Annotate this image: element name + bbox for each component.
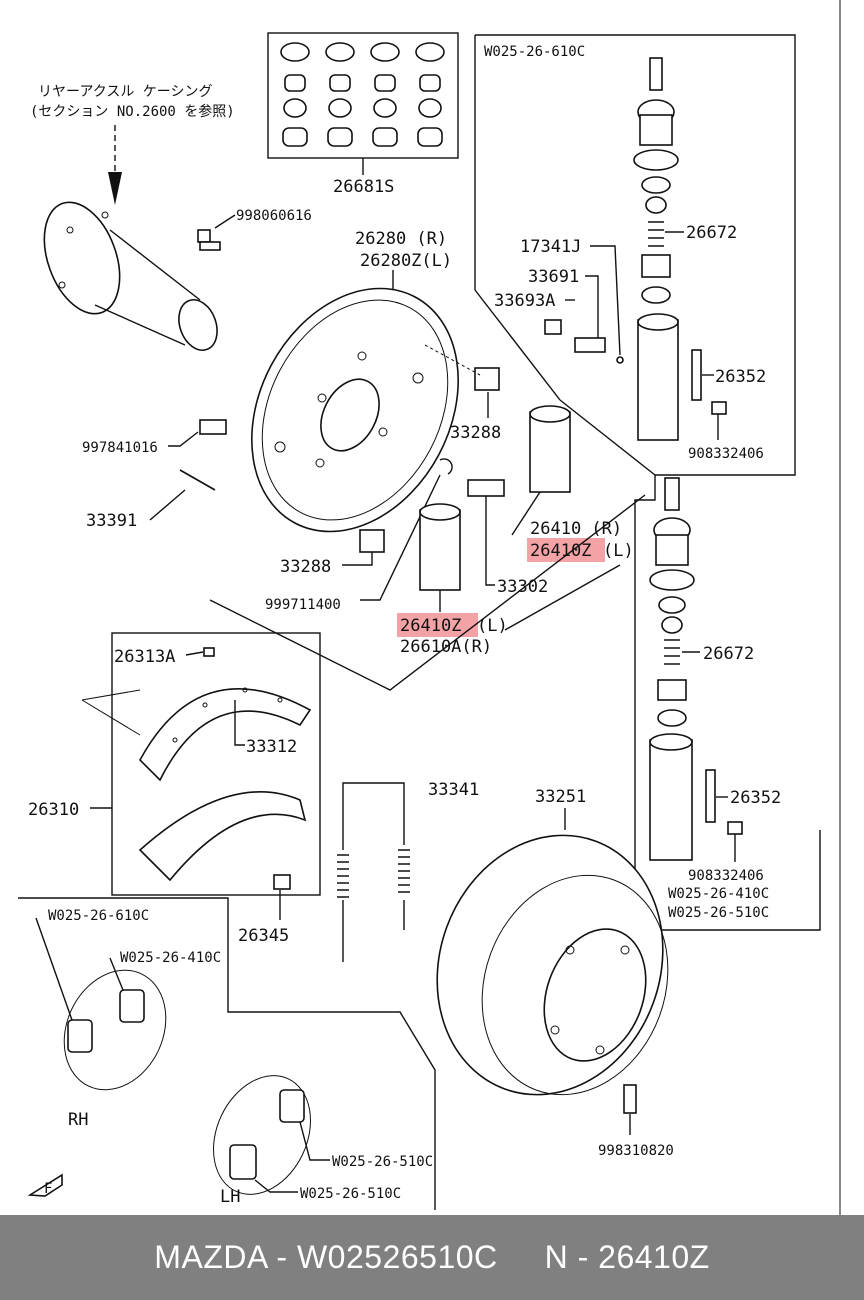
- label-26410Z-left-suffix: (L): [477, 616, 508, 636]
- bolt-33302: [467, 479, 505, 497]
- return-springs: [337, 790, 410, 962]
- clip-26352-top: [691, 349, 702, 401]
- wheel-cylinder-L: [419, 509, 461, 591]
- label-26681S: 26681S: [333, 177, 394, 197]
- pin-33391: [179, 469, 216, 491]
- label-26410R: 26410 (R): [530, 519, 622, 539]
- label-33288-b: 33288: [280, 557, 331, 577]
- bleeder-screw: [544, 319, 624, 364]
- clip-999711400: [439, 458, 453, 475]
- lh-seals: [229, 1089, 305, 1180]
- bolt-908332406-bottom: [727, 821, 743, 835]
- label-999711400: 999711400: [265, 597, 341, 613]
- pad-33288-b: [359, 529, 385, 553]
- bolt-997841016: [199, 419, 227, 435]
- label-26280ZL: 26280Z(L): [360, 251, 452, 271]
- part-number-caption: MAZDA - W02526510C N - 26410Z: [154, 1239, 710, 1275]
- parts-diagram: 26681S リヤーアクスル ケーシング (セクション NO.2600 を参照)…: [18, 0, 841, 1215]
- backing-plate-drawing: [251, 287, 459, 533]
- label-33341: 33341: [428, 780, 479, 800]
- label-26672-b: 26672: [703, 644, 754, 664]
- label-26410Z-right: 26410Z: [530, 541, 591, 561]
- rh-group-outline: [63, 969, 167, 1091]
- label-17341J: 17341J: [520, 237, 581, 257]
- arrow-down-icon: [108, 172, 122, 205]
- wheel-cylinder-L-exploded: [649, 477, 695, 861]
- clip-26352-bottom: [705, 769, 716, 823]
- label-33312: 33312: [246, 737, 297, 757]
- label-33691: 33691: [528, 267, 579, 287]
- label-front: F: [44, 1181, 52, 1197]
- wheel-cylinder-R-exploded: [633, 57, 679, 441]
- label-998060616: 998060616: [236, 208, 312, 224]
- label-26310: 26310: [28, 800, 79, 820]
- label-rear-axle-casing: リヤーアクスル ケーシング: [38, 84, 212, 100]
- label-998310820: 998310820: [598, 1143, 674, 1159]
- label-RH: RH: [68, 1110, 88, 1130]
- label-33288-a: 33288: [450, 423, 501, 443]
- label-26345: 26345: [238, 926, 289, 946]
- label-W02526510C-right: W025-26-510C: [668, 905, 769, 921]
- seal-kit-parts: [280, 42, 445, 147]
- label-26410Z-left: 26410Z: [400, 616, 461, 636]
- label-W02526410C-right: W025-26-410C: [668, 886, 769, 902]
- clip-26345: [273, 874, 291, 890]
- label-908332406-b: 908332406: [688, 868, 764, 884]
- label-26410Z-right-suffix: (L): [603, 541, 634, 561]
- label-33302: 33302: [497, 577, 548, 597]
- label-W02526610C-left: W025-26-610C: [48, 908, 149, 924]
- label-W02526510C-b: W025-26-510C: [300, 1186, 401, 1202]
- brake-shoe-box: [111, 632, 321, 896]
- front-arrow-icon: [27, 1173, 63, 1197]
- label-33391: 33391: [86, 511, 137, 531]
- highlight-26410Z-right: [527, 538, 605, 562]
- label-26672-a: 26672: [686, 223, 737, 243]
- label-33251: 33251: [535, 787, 586, 807]
- label-26352-a: 26352: [715, 367, 766, 387]
- label-26352-b: 26352: [730, 788, 781, 808]
- part-footer-bar: MAZDA - W02526510C N - 26410Z: [0, 1215, 864, 1300]
- bolt-998310820: [623, 1084, 637, 1114]
- brake-shoe-drawing: [138, 687, 312, 882]
- label-W02526410C-left: W025-26-410C: [120, 950, 221, 966]
- brake-drum-drawing: [436, 834, 669, 1096]
- bolt-998060616: [197, 229, 221, 251]
- label-W02526510C-a: W025-26-510C: [332, 1154, 433, 1170]
- rh-seals: [67, 989, 145, 1053]
- bolt-908332406-top: [711, 401, 727, 415]
- lh-group-outline: [213, 1075, 311, 1195]
- label-997841016: 997841016: [82, 440, 158, 456]
- label-33693A: 33693A: [494, 291, 555, 311]
- wheel-cylinder-R: [529, 411, 571, 493]
- pad-33288-a: [474, 367, 500, 391]
- label-26313A: 26313A: [114, 647, 175, 667]
- label-908332406-a: 908332406: [688, 446, 764, 462]
- axle-casing-drawing: [43, 201, 218, 351]
- label-26280R: 26280 (R): [355, 229, 447, 249]
- label-rear-axle-casing-ref: (セクション NO.2600 を参照): [30, 103, 235, 120]
- label-LH: LH: [220, 1187, 240, 1207]
- label-W02526610C-top: W025-26-610C: [484, 44, 585, 60]
